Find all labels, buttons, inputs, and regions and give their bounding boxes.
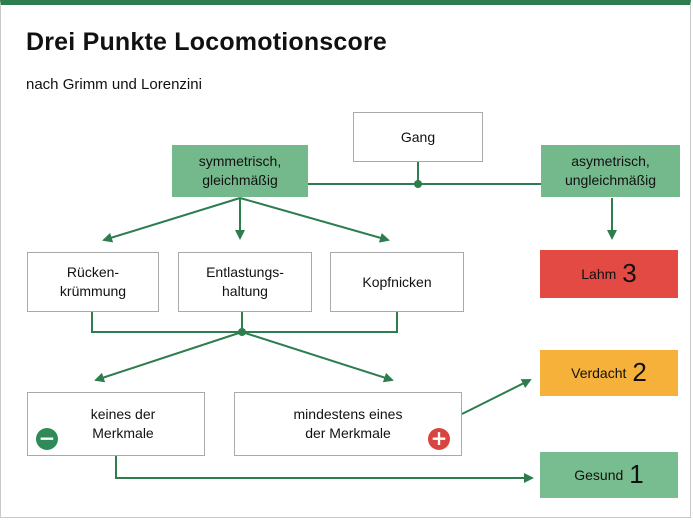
node-keines-line1: keines der: [90, 406, 156, 422]
arrow-to-ruecken: [102, 197, 241, 243]
diagram-title: Drei Punkte Locomotionscore: [26, 28, 388, 56]
node-entlastung-line2: haltung: [222, 283, 268, 299]
node-kopfnicken-label: Kopfnicken: [362, 273, 432, 290]
result-lahm: Lahm 3: [540, 250, 678, 298]
arrow-to-verdacht: [461, 379, 532, 415]
result-verdacht-label: Verdacht: [571, 364, 627, 381]
node-kopfnicken: Kopfnicken: [330, 252, 464, 312]
plus-icon: +: [428, 428, 450, 450]
arrow-to-kopfnicken: [239, 197, 390, 243]
arrow-to-keines: [94, 331, 243, 383]
minus-icon: −: [36, 428, 58, 450]
node-mindestens-eines: mindestens eines der Merkmale: [234, 392, 462, 456]
result-gesund: Gesund 1: [540, 452, 678, 498]
result-gesund-score: 1: [629, 458, 644, 489]
node-mindestens-line1: mindestens eines: [293, 406, 403, 422]
node-asymetrisch: asymetrisch, ungleichmäßig: [541, 145, 680, 197]
node-rueckenkruemmung: Rücken- krümmung: [27, 252, 159, 312]
arrow-to-mindestens: [241, 331, 394, 383]
junction-dot-features: [238, 328, 246, 336]
result-lahm-label: Lahm: [581, 265, 617, 282]
junction-dot-gang: [414, 180, 422, 188]
arrow-to-gesund: [115, 456, 534, 483]
node-mindestens-line2: der Merkmale: [305, 425, 391, 441]
node-symmetrisch-line2: gleichmäßig: [202, 172, 278, 188]
result-gesund-label: Gesund: [574, 466, 624, 483]
diagram-subtitle: nach Grimm und Lorenzini: [26, 76, 202, 93]
node-asymetrisch-line1: asymetrisch,: [571, 153, 650, 169]
node-keines-der-merkmale: keines der Merkmale: [27, 392, 205, 456]
result-verdacht-score: 2: [632, 356, 647, 387]
node-symmetrisch: symmetrisch, gleichmäßig: [172, 145, 308, 197]
node-ruecken-line1: Rücken-: [66, 264, 120, 280]
node-entlastungshaltung: Entlastungs- haltung: [178, 252, 312, 312]
node-ruecken-line2: krümmung: [59, 283, 127, 299]
result-lahm-score: 3: [622, 257, 637, 288]
node-asymetrisch-line2: ungleichmäßig: [564, 172, 657, 188]
result-verdacht: Verdacht 2: [540, 350, 678, 396]
node-symmetrisch-line1: symmetrisch,: [198, 153, 282, 169]
node-entlastung-line1: Entlastungs-: [206, 264, 284, 280]
node-gang: Gang: [353, 112, 483, 162]
node-gang-label: Gang: [400, 128, 436, 145]
node-keines-line2: Merkmale: [92, 425, 154, 441]
